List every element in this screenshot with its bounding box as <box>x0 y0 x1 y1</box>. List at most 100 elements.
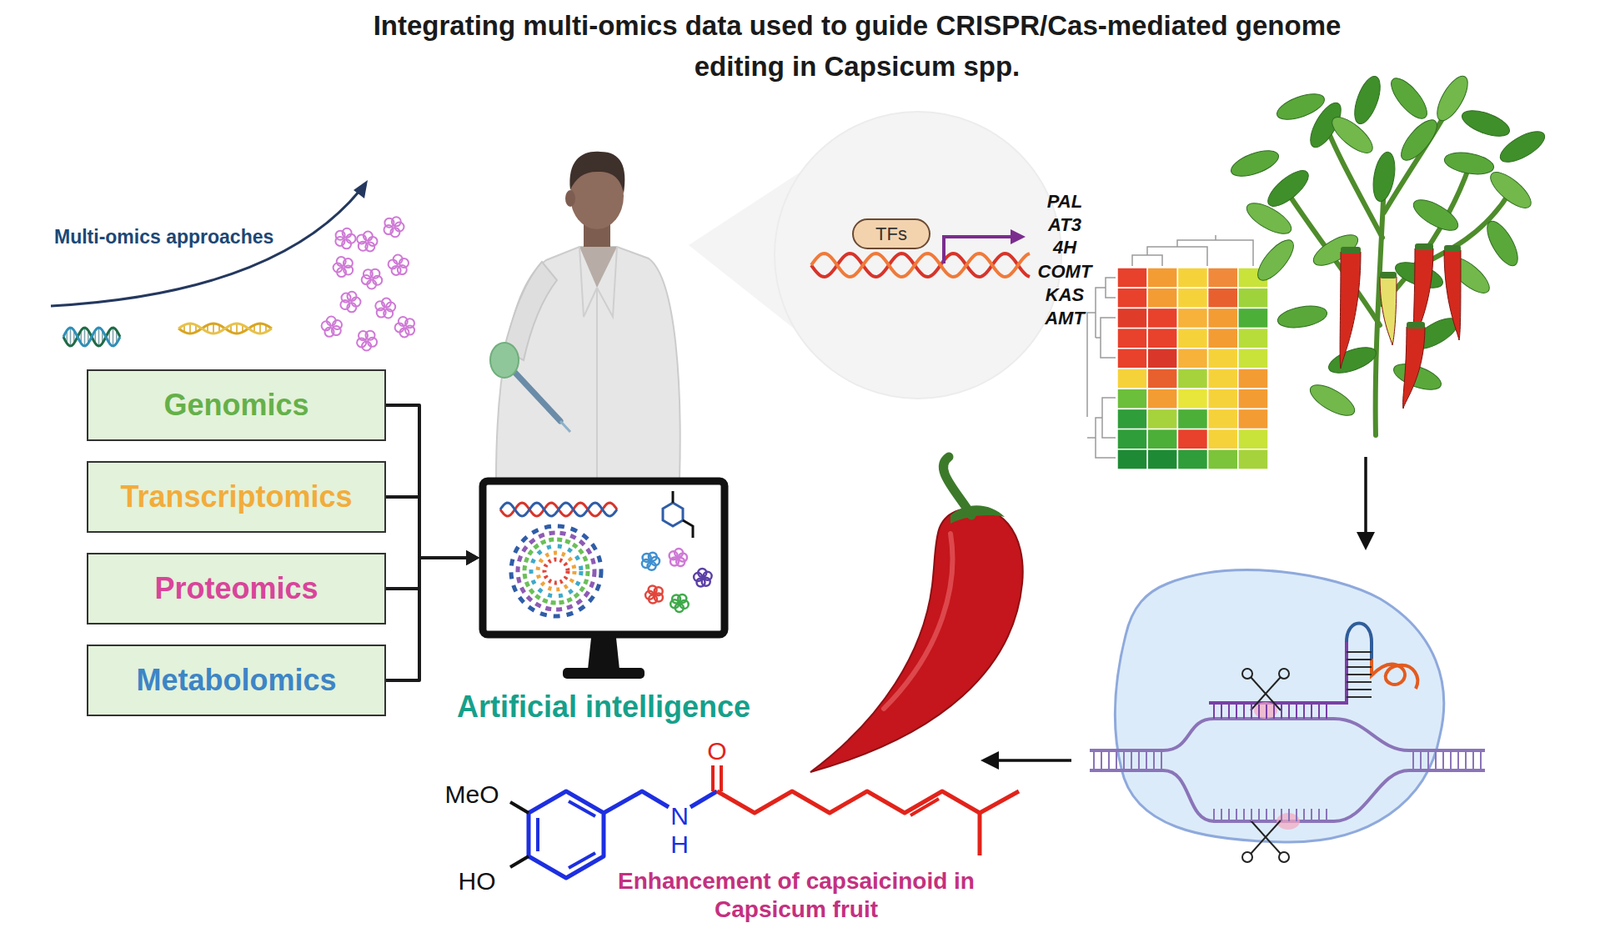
transcription-arrow-part <box>943 236 1013 264</box>
pepper-plant-part <box>1409 194 1463 237</box>
crispr-complex-part <box>1163 718 1410 751</box>
growth-arrow-part <box>50 190 361 306</box>
rna-icon <box>178 323 272 334</box>
connector-part <box>386 496 468 558</box>
monitor-drawing-part <box>511 526 602 617</box>
crispr-complex-part <box>1265 808 1268 822</box>
crispr-complex-part <box>1346 681 1372 683</box>
monitor-drawing-part <box>670 599 679 608</box>
scientist-part <box>579 246 597 317</box>
dna-icon-part <box>63 327 121 347</box>
box-label: Genomics <box>163 388 309 422</box>
pepper-plant-part <box>1369 150 1399 203</box>
connector <box>386 550 480 681</box>
heatmap-part <box>1147 429 1178 450</box>
pepper-plant-part <box>1252 234 1300 286</box>
dna-icon <box>63 327 121 347</box>
connector-part <box>466 550 480 566</box>
crispr-complex-part <box>1479 750 1482 771</box>
growth-arrow-part <box>353 180 368 199</box>
pepper-plant-part <box>1339 251 1361 369</box>
zoom-bubble-part <box>774 111 1062 399</box>
heatmap-part <box>1177 267 1208 288</box>
crispr-complex-part-part <box>1278 852 1290 863</box>
heatmap-part <box>1208 267 1239 288</box>
crispr-complex-part <box>1145 750 1148 771</box>
heatmap-part <box>1147 287 1178 308</box>
crispr-complex-part <box>1346 673 1372 676</box>
crispr-complex-part <box>1318 808 1320 822</box>
crispr-complex-part <box>1280 808 1283 822</box>
promoter-dna-part <box>811 253 1030 277</box>
heatmap-part <box>1177 388 1208 409</box>
pepper-plant-part <box>1444 245 1461 252</box>
crispr-complex-part <box>1295 808 1298 822</box>
process-box: Proteomics <box>86 552 387 625</box>
connector-part <box>466 550 480 566</box>
monitor-drawing-part <box>482 481 725 635</box>
crispr-complex-part <box>1412 750 1415 771</box>
heatmap-part <box>1208 449 1239 470</box>
heatmap-part <box>1208 429 1239 450</box>
protein-icons-part <box>361 341 372 352</box>
crispr-complex-part <box>1253 702 1278 719</box>
pepper-plant-part <box>1403 326 1425 409</box>
factor-pill: TFs <box>852 218 931 250</box>
heatmap-part <box>1117 388 1148 409</box>
dna-icon-part <box>63 327 121 347</box>
heatmap-part <box>1238 449 1269 470</box>
crispr-complex-part <box>1243 808 1245 822</box>
heatmap-part <box>1117 429 1148 450</box>
dna-icon-part <box>84 327 86 347</box>
monitor-drawing-part <box>500 502 617 517</box>
atom-label: HO <box>458 867 497 895</box>
chili-pepper-part <box>950 505 1005 524</box>
crispr-complex-part <box>1346 696 1372 698</box>
crispr-complex-part <box>1100 750 1103 771</box>
flow-arrow-part <box>1364 456 1368 534</box>
scientist-part <box>496 246 681 480</box>
crispr-complex-part <box>1346 666 1372 668</box>
rna-icon-part <box>189 323 191 334</box>
pepper-plant-part <box>1484 166 1536 215</box>
heatmap-part <box>1208 287 1239 308</box>
heatmap-part <box>1238 307 1269 328</box>
crispr-complex-part <box>1280 704 1283 719</box>
crispr-complex-part <box>1115 750 1118 771</box>
transcription-arrow-part <box>1010 229 1026 245</box>
heatmap-part <box>1117 328 1148 349</box>
crispr-complex-part-part <box>1242 668 1253 679</box>
heatmap-part <box>1208 348 1239 369</box>
crispr-complex-part <box>1303 704 1305 719</box>
rna-icon-part <box>178 323 272 334</box>
flow-arrow-part <box>980 751 999 770</box>
crispr-complex-part <box>1220 808 1223 822</box>
pepper-plant-part <box>1495 125 1550 169</box>
capsaicin-structure-part <box>717 791 1019 813</box>
heatmap-part <box>1238 408 1269 429</box>
heatmap-part <box>1132 235 1254 266</box>
crispr-complex-part <box>1346 688 1372 691</box>
heatmap-part <box>1177 287 1208 308</box>
monitor-drawing <box>479 477 728 638</box>
monitor-drawing-part <box>544 559 568 583</box>
scientist-part <box>579 246 617 288</box>
monitor-drawing-part <box>537 552 575 590</box>
flow-arrow-part <box>997 758 1072 763</box>
pepper-plant-part <box>1385 72 1434 124</box>
flow-arrow <box>980 751 1072 770</box>
heatmap-part <box>1117 449 1148 470</box>
heatmap-part <box>1238 368 1269 389</box>
scientist-part <box>569 151 625 194</box>
crispr-complex-part <box>1250 704 1253 719</box>
gene-label: AT3 <box>1048 215 1082 236</box>
heatmap-part <box>1208 388 1239 409</box>
connector <box>386 496 480 566</box>
gene-label: 4H <box>1053 237 1077 258</box>
pill-label: TFs <box>875 223 908 246</box>
protein-icons <box>321 216 416 351</box>
crispr-complex-part-part <box>1250 820 1281 854</box>
crispr-complex-part <box>1273 704 1275 719</box>
heatmap-part <box>1147 267 1178 288</box>
